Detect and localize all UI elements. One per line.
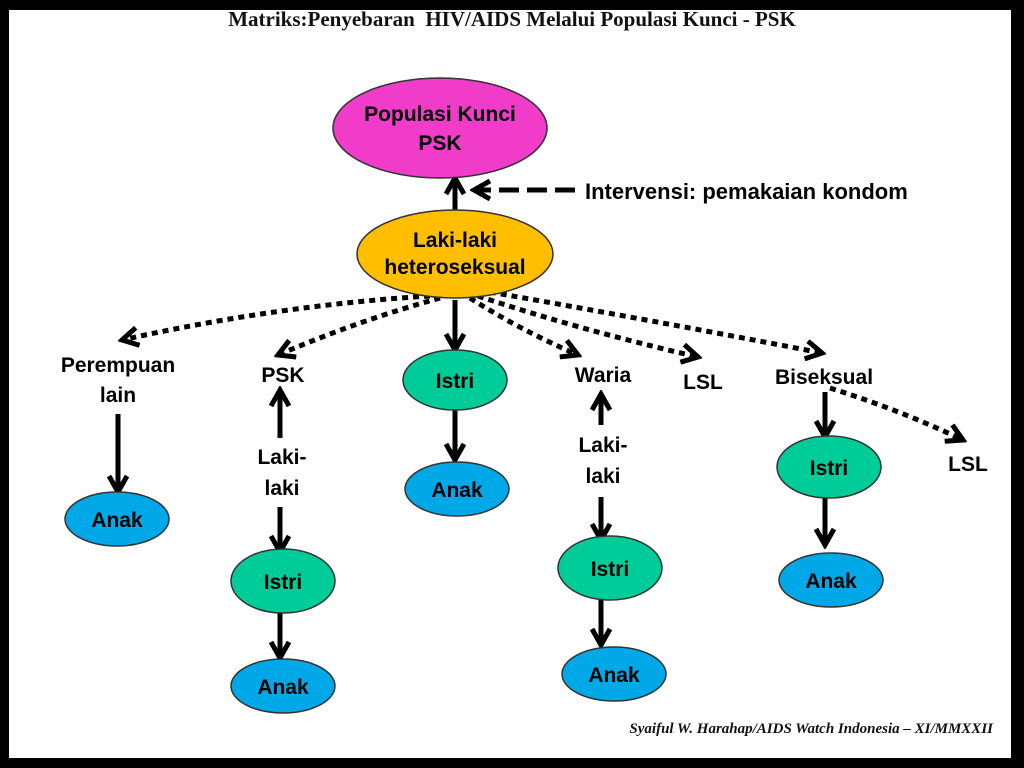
node-anak-2: Anak (230, 658, 336, 714)
dotted-to-biseksual (489, 289, 822, 353)
laki-waria-line2: laki (585, 465, 620, 488)
svg-text:Anak: Anak (431, 479, 483, 502)
node-populasi-kunci: Populasi Kunci PSK (332, 77, 548, 179)
populasi-kunci-line2: PSK (418, 132, 461, 155)
perempuan-lain-line1: Perempuan (61, 354, 175, 377)
credit-line: Syaiful W. Harahap/AIDS Watch Indonesia … (629, 721, 993, 737)
perempuan-lain-line2: lain (100, 384, 136, 407)
solid-arrows (118, 178, 825, 658)
node-laki-laki-heteroseksual: Laki-laki heteroseksual (356, 209, 554, 299)
waria-label: Waria (575, 364, 632, 387)
node-istri-3: Istri (557, 535, 663, 601)
svg-text:Anak: Anak (257, 676, 309, 699)
diagram-title: Matriks:Penyebaran HIV/AIDS Melalui Popu… (228, 7, 796, 31)
dotted-to-waria (468, 295, 578, 355)
svg-text:Istri: Istri (591, 558, 630, 581)
lsl-2-label: LSL (948, 453, 988, 476)
node-anak-5: Anak (778, 552, 884, 608)
node-istri-2: Istri (230, 548, 336, 614)
laki-waria-line1: Laki- (578, 434, 627, 457)
node-istri-4: Istri (776, 435, 882, 499)
intervensi-label: Intervensi: pemakaian kondom (585, 179, 908, 204)
svg-text:Anak: Anak (805, 570, 857, 593)
psk-label: PSK (261, 364, 304, 387)
laki-hetero-line1: Laki-laki (413, 229, 497, 252)
dotted-to-perempuan (122, 293, 431, 340)
laki-psk-line1: Laki- (257, 446, 306, 469)
node-anak-1: Anak (64, 491, 170, 547)
populasi-kunci-line1: Populasi Kunci (364, 103, 516, 126)
biseksual-label: Biseksual (775, 366, 873, 389)
lsl-label: LSL (683, 371, 723, 394)
svg-text:Istri: Istri (810, 457, 849, 480)
node-istri-1: Istri (402, 349, 508, 411)
dotted-arrows (122, 289, 963, 440)
laki-psk-line2: laki (264, 477, 299, 500)
dotted-to-lsl (477, 293, 698, 357)
dotted-to-psk (278, 295, 441, 355)
svg-text:Anak: Anak (588, 664, 640, 687)
node-anak-4: Anak (561, 646, 667, 702)
svg-text:Istri: Istri (264, 571, 303, 594)
svg-text:Istri: Istri (436, 370, 475, 393)
dotted-to-lsl-2 (829, 385, 963, 440)
node-anak-3: Anak (404, 461, 510, 517)
svg-text:Anak: Anak (91, 509, 143, 532)
laki-hetero-line2: heteroseksual (384, 256, 525, 279)
